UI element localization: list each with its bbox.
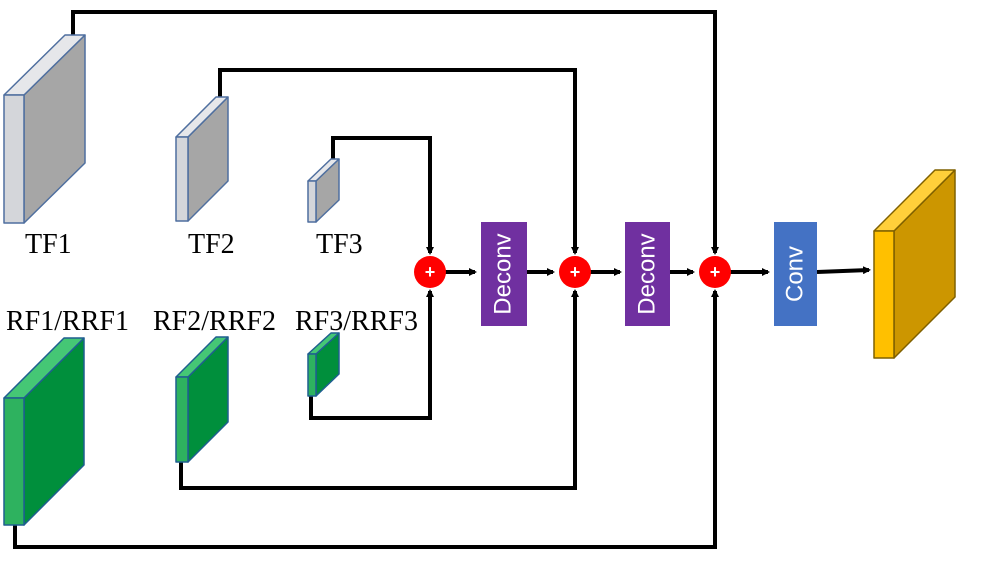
tf2-label: TF2 (188, 229, 235, 260)
deconv1-label: Deconv (489, 233, 516, 314)
connector-rf2-to-adder2 (179, 289, 579, 490)
rf3-feature-map (307, 332, 340, 397)
connector-conv-to-output (816, 266, 871, 275)
adder-1: + (414, 256, 446, 288)
deconv2-block: Deconv (625, 222, 670, 326)
tf1-label: TF1 (25, 229, 72, 260)
conv-block: Conv (774, 222, 817, 326)
output-feature-map (873, 169, 956, 359)
adder-2: + (559, 256, 591, 288)
rf3-front-face (307, 353, 317, 397)
rf1-feature-map (3, 337, 85, 526)
deconv2-label: Deconv (633, 233, 660, 314)
tf3-label: TF3 (316, 229, 363, 260)
adder-3: + (699, 256, 731, 288)
connector-tf2-to-adder2 (218, 68, 579, 255)
output-front-face (873, 230, 895, 359)
tf1-feature-map (3, 34, 86, 224)
tf2-front-face (175, 136, 189, 222)
rf3-label: RF3/RRF3 (295, 306, 418, 337)
tf3-front-face (307, 180, 317, 223)
tf1-front-face (3, 94, 25, 224)
circle-plus-icon (699, 256, 731, 288)
rf2-front-face (175, 376, 189, 463)
rf2-label: RF2/RRF2 (153, 306, 276, 337)
deconv2-box (625, 222, 670, 326)
connector-tf3-to-adder1 (331, 136, 434, 255)
conv-label: Conv (781, 246, 808, 302)
tf3-feature-map (307, 158, 340, 223)
deconv1-box (481, 222, 527, 326)
adder-1-plus: + (425, 262, 436, 282)
connector-rf1-to-adder3 (13, 289, 719, 549)
circle-plus-icon (559, 256, 591, 288)
rf1-label: RF1/RRF1 (6, 306, 129, 337)
connector-tf1-to-adder3 (71, 10, 719, 255)
conv-box (774, 222, 817, 326)
rf2-feature-map (175, 336, 229, 463)
rf1-front-face (3, 397, 25, 526)
tf2-feature-map (175, 96, 229, 222)
adder-3-plus: + (710, 262, 721, 282)
connector-rf3-to-adder1 (309, 289, 434, 420)
adder-2-plus: + (570, 262, 581, 282)
circle-plus-icon (414, 256, 446, 288)
deconv1-block: Deconv (481, 222, 527, 326)
